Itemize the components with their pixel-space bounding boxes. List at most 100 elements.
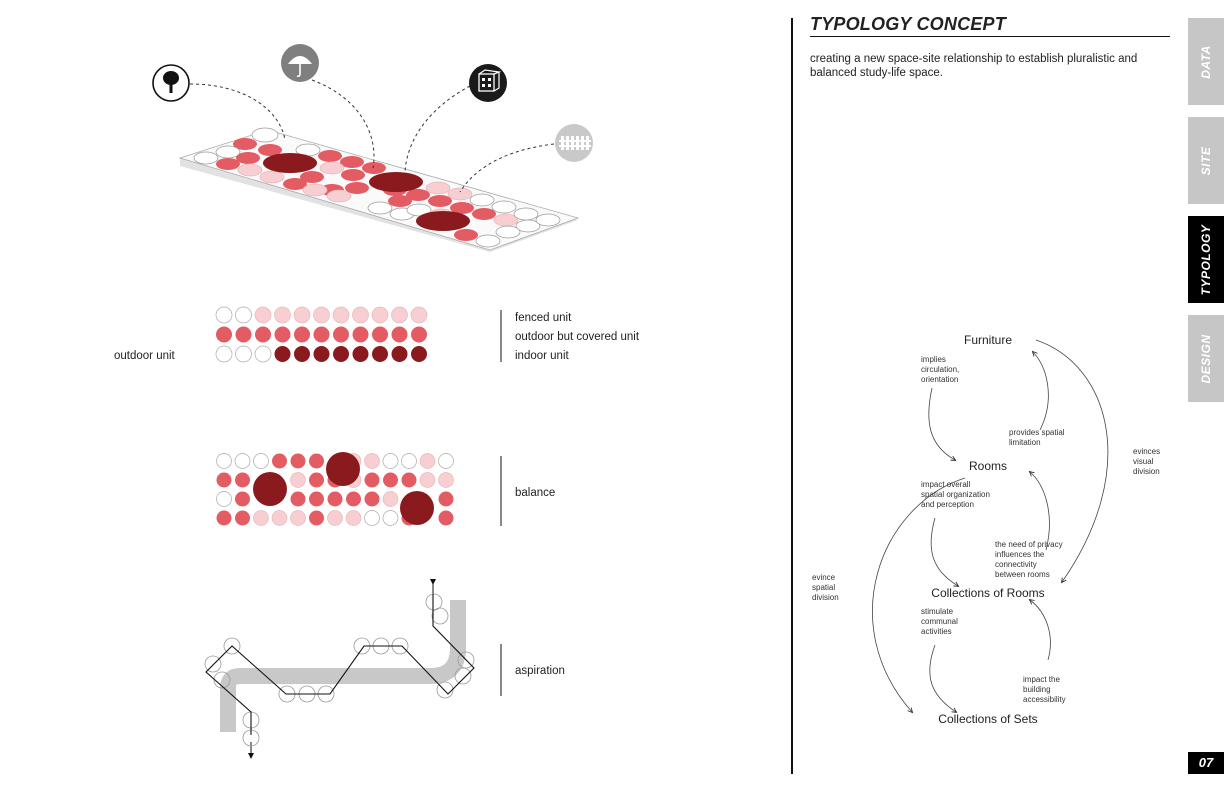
unit-circle [234, 453, 251, 469]
unit-circle [235, 510, 250, 526]
plate-unit [340, 156, 364, 168]
plate-unit [454, 229, 478, 241]
unit-circle [382, 491, 399, 507]
plate-unit [283, 178, 307, 190]
page-divider [791, 18, 793, 774]
aspiration-unit-circle [425, 593, 443, 611]
unit-circle [290, 453, 306, 469]
legend-covered-label: outdoor but covered unit [515, 331, 640, 343]
plate-unit [259, 170, 285, 184]
page-number: 07 [1188, 752, 1224, 774]
plate-unit [251, 127, 279, 143]
unit-circle [383, 472, 398, 488]
unit-circle [391, 306, 408, 324]
unit-circle [313, 346, 330, 362]
label-impact-overall: impact overall spatial organization and … [921, 480, 992, 509]
title-rule [810, 36, 1170, 37]
page-title: TYPOLOGY CONCEPT [810, 14, 1006, 34]
unit-circle [235, 345, 252, 363]
tab-site[interactable]: SITE [1188, 117, 1224, 204]
aspiration-unit-circle [223, 637, 241, 655]
plate-unit [362, 162, 386, 174]
unit-circle [327, 510, 343, 526]
plate-unit [193, 151, 219, 165]
plate-unit [406, 203, 432, 217]
plate-unit [319, 161, 345, 175]
plate-unit [535, 213, 561, 227]
unit-circle [215, 345, 233, 363]
plate-large-unit [369, 172, 423, 192]
unit-circle [364, 510, 380, 526]
label-provides: provides spatial limitation [1009, 428, 1067, 447]
unit-circle [309, 453, 324, 469]
unit-circle [216, 453, 232, 469]
unit-circle [309, 472, 324, 488]
unit-circle [352, 346, 369, 362]
unit-circle [372, 346, 388, 362]
plate-unit [475, 234, 501, 248]
page-description: creating a new space-site relationship t… [810, 53, 1138, 79]
plate-unit [341, 169, 365, 181]
unit-circle [333, 346, 349, 362]
plate-unit [388, 195, 412, 207]
unit-circle [274, 326, 291, 343]
unit-circle [235, 306, 252, 324]
plate-unit [233, 138, 257, 150]
unit-circle [419, 472, 436, 488]
unit-circle [290, 472, 306, 488]
unit-circle [216, 472, 232, 488]
plate-unit [326, 189, 352, 203]
unit-circle [294, 326, 310, 343]
large-unit-circle [253, 472, 287, 506]
plate-unit [472, 208, 496, 220]
plate-unit [469, 193, 495, 207]
unit-circle [215, 306, 233, 324]
label-evinces-visual: evinces visual division [1133, 447, 1162, 476]
plate-unit [450, 202, 474, 214]
typology-flow-diagram: Furniture Rooms Collections of Rooms Col… [812, 333, 1162, 726]
unit-circle [364, 491, 380, 507]
unit-circle [274, 346, 291, 362]
large-unit-circle [326, 452, 360, 486]
unit-circle [438, 453, 454, 469]
unit-circle [255, 326, 271, 343]
legend-outdoor-label: outdoor unit [114, 350, 176, 362]
node-rooms: Rooms [969, 459, 1007, 473]
unit-circle [411, 326, 427, 343]
unit-circle [333, 326, 349, 343]
large-unit-circle [400, 491, 434, 525]
unit-circle [332, 306, 350, 324]
unit-circle [274, 306, 291, 324]
unit-circle [235, 326, 252, 343]
tab-data[interactable]: DATA [1188, 18, 1224, 105]
tab-design[interactable]: DESIGN [1188, 315, 1224, 402]
unit-circle [345, 510, 362, 526]
unit-circle [371, 306, 389, 324]
icon-connectors [189, 79, 555, 193]
unit-circle [438, 472, 454, 488]
unit-circle [364, 472, 380, 488]
unit-circle [372, 326, 388, 343]
unit-circle [293, 306, 311, 324]
unit-circle [313, 306, 330, 324]
unit-circle [401, 453, 417, 469]
legend-fenced-label: fenced unit [515, 312, 572, 324]
unit-circle [235, 472, 250, 488]
unit-circle [352, 306, 369, 324]
unit-circle [271, 510, 288, 526]
label-privacy: the need of privacy influences the conne… [995, 540, 1065, 579]
balance-label: balance [515, 487, 555, 499]
plate-unit [318, 150, 342, 162]
tab-typology[interactable]: TYPOLOGY [1188, 216, 1224, 303]
unit-circle [216, 326, 232, 343]
unit-circle [382, 510, 399, 526]
typology-diagrams: fenced unit outdoor but covered unit ind… [114, 44, 640, 759]
unit-circle [419, 453, 436, 469]
plate-unit [258, 144, 282, 156]
unit-circle [382, 453, 399, 469]
unit-circle [272, 453, 287, 469]
plate-unit [216, 158, 240, 170]
aspiration-unit-circle [454, 667, 472, 685]
fence-icon [555, 124, 593, 162]
plate-unit [428, 195, 452, 207]
